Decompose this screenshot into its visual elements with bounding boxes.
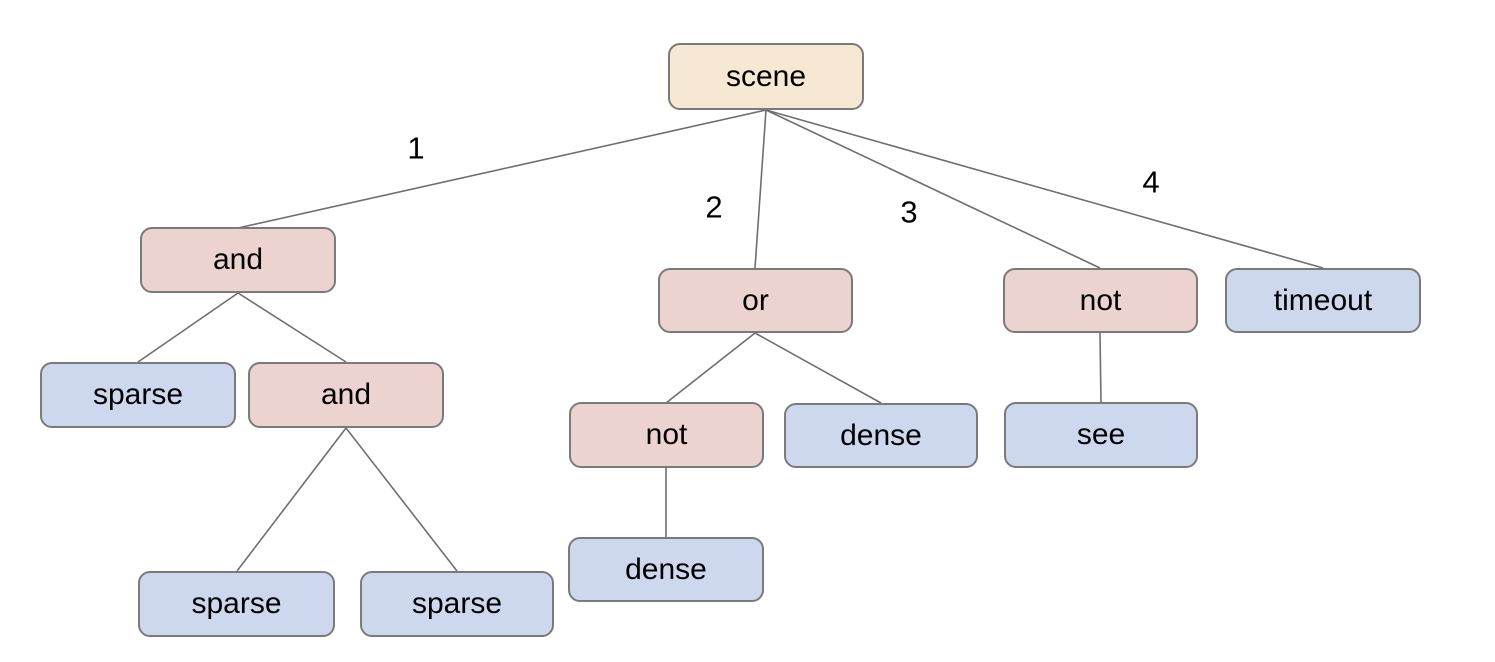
edge-label-1: 1	[407, 130, 425, 166]
node-see: see	[1004, 402, 1198, 468]
node-or-1: or	[658, 268, 853, 333]
edge-label-3: 3	[900, 194, 918, 230]
node-and-1: and	[140, 227, 336, 293]
node-dense-1: dense	[784, 403, 978, 468]
node-sparse-2: sparse	[138, 571, 335, 637]
node-sparse-1: sparse	[40, 362, 236, 428]
node-dense-2: dense	[568, 537, 764, 602]
edge-label-2: 2	[705, 189, 723, 225]
node-not-2: not	[569, 402, 764, 468]
node-and-2: and	[248, 362, 444, 428]
node-scene: scene	[668, 43, 864, 110]
edge-label-4: 4	[1142, 164, 1160, 200]
node-timeout: timeout	[1225, 268, 1421, 333]
node-sparse-3: sparse	[360, 571, 554, 637]
node-not-1: not	[1003, 268, 1198, 333]
